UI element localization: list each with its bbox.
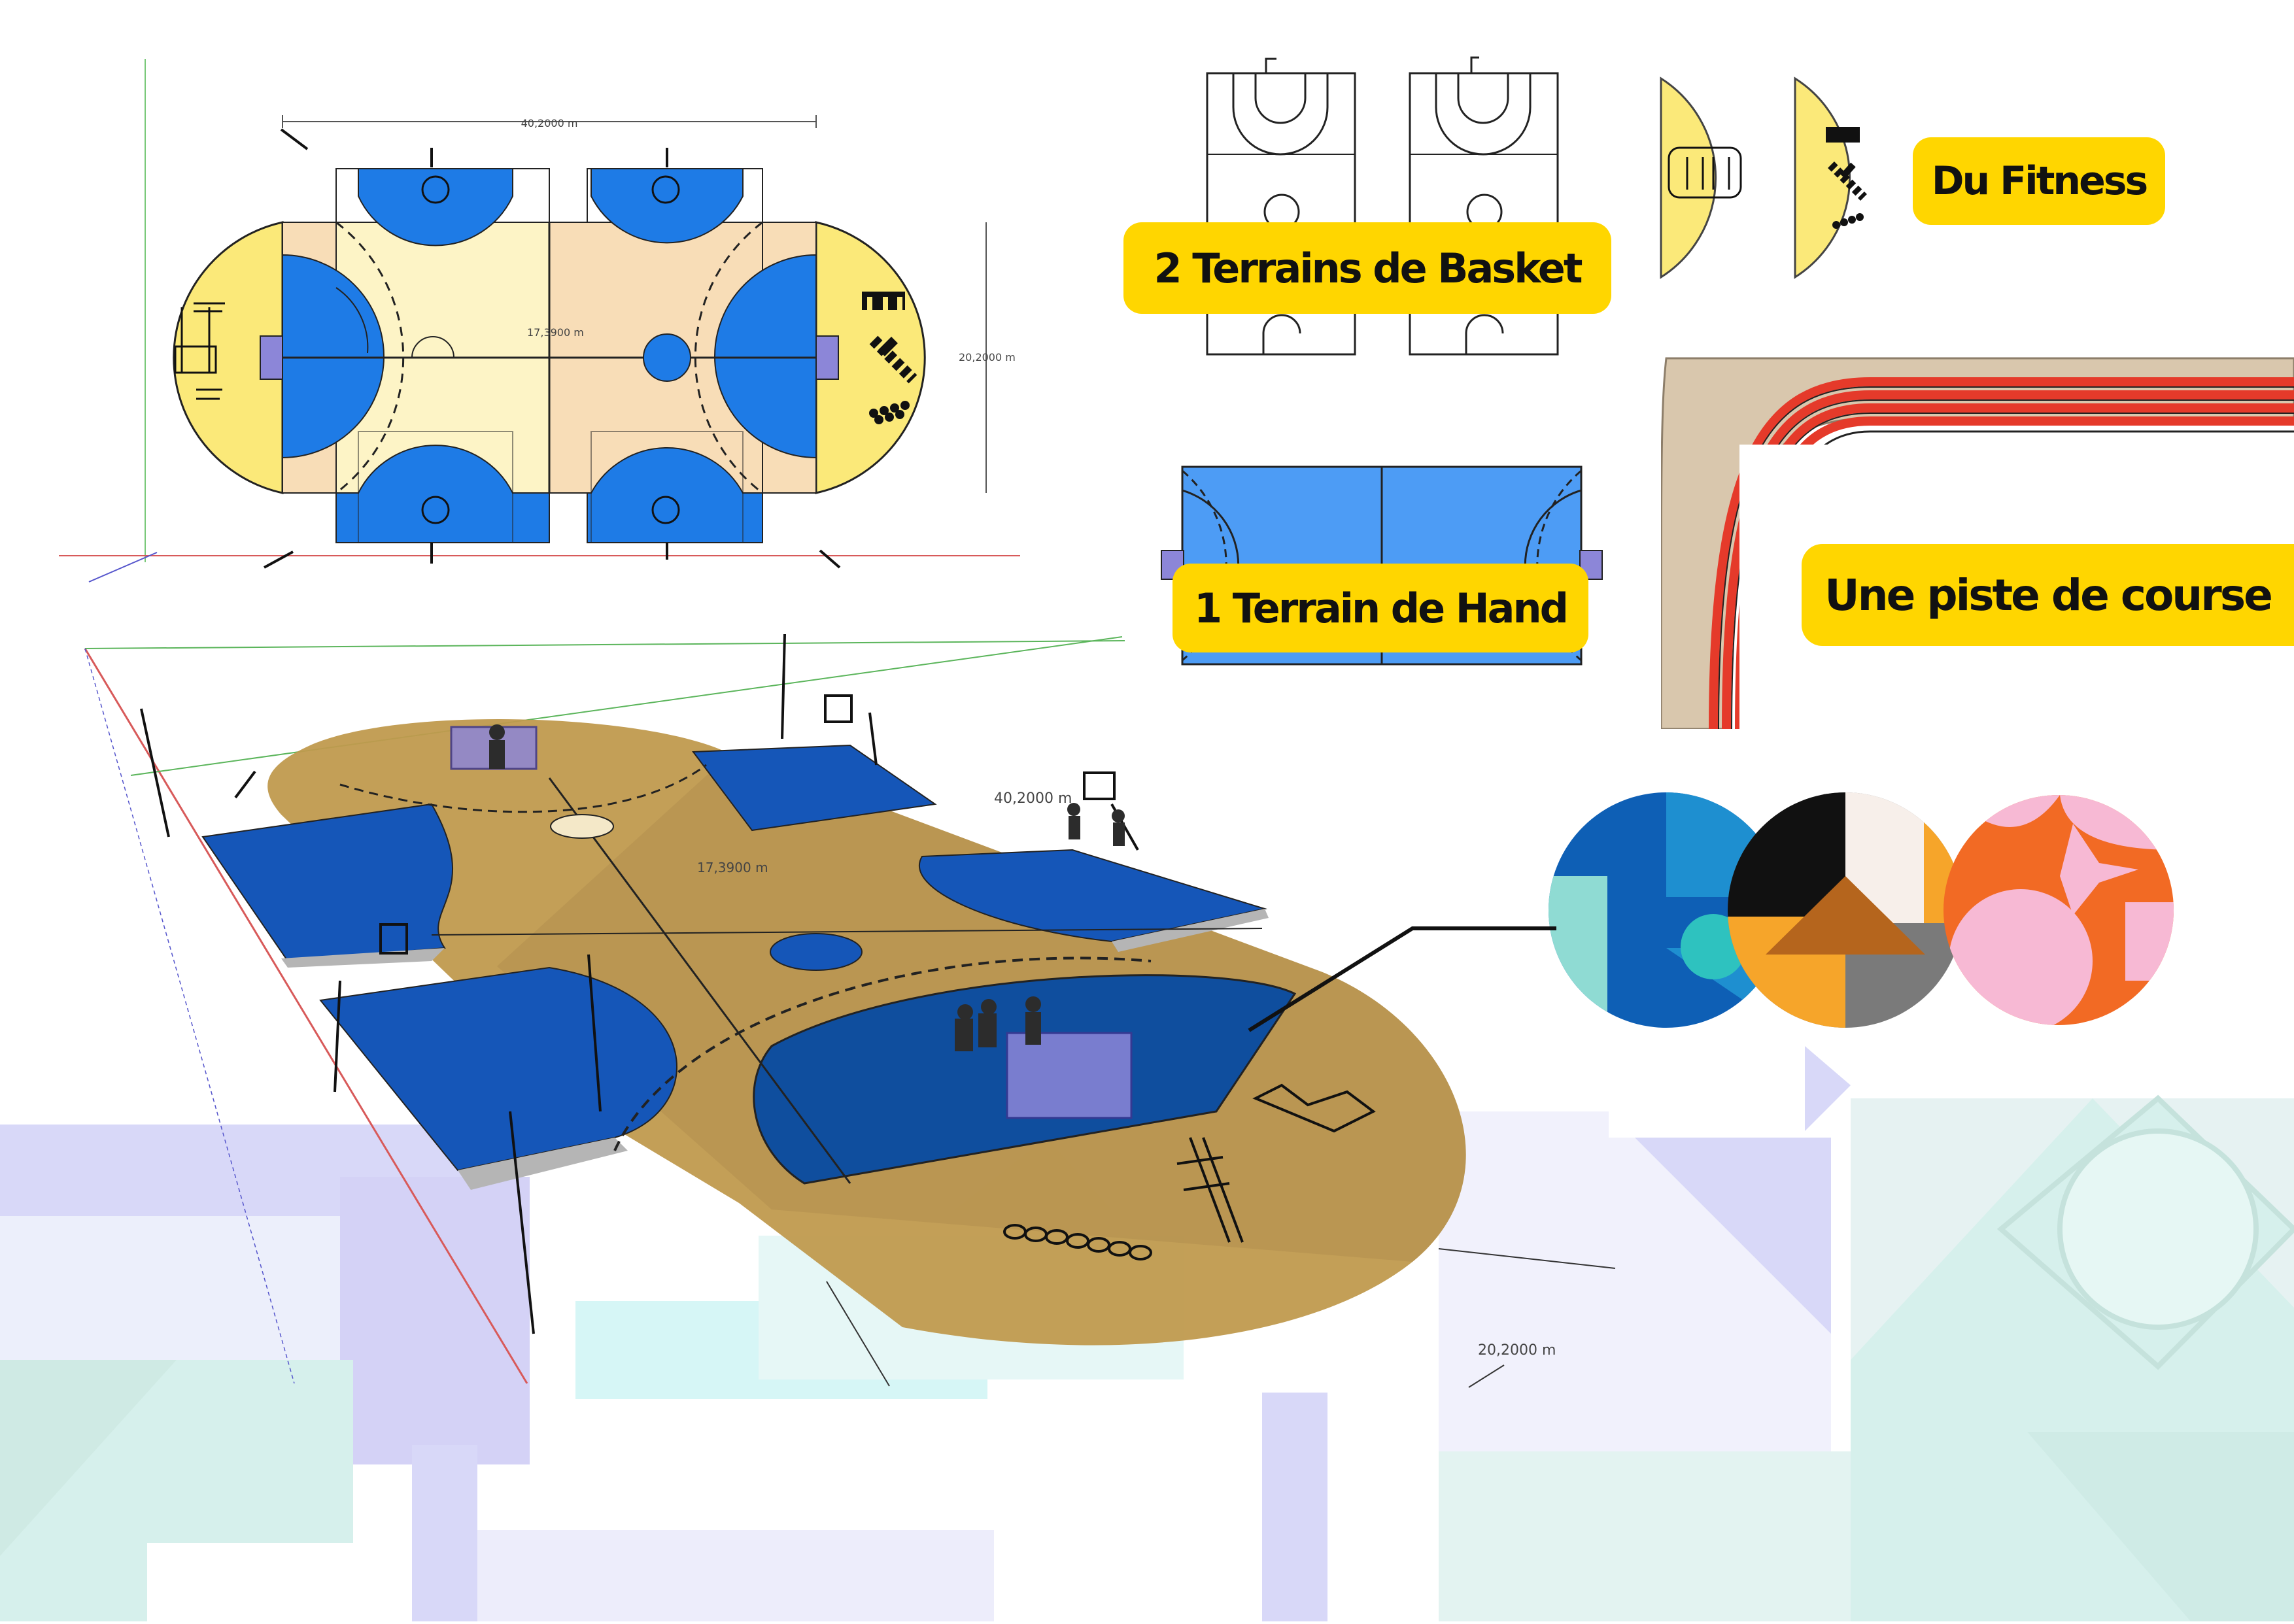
running-track-label: Une piste de course [1802,544,2294,646]
perspective-handball-goal [1006,1032,1133,1119]
perspective-players [489,724,1125,1051]
basket-courts-label: 2 Terrains de Basket [1123,222,1611,314]
handball-court-label: 1 Terrain de Hand [1173,564,1588,652]
plan-fitness-right-icon [862,292,917,424]
plan-length-dimension: 40,2000 m [521,117,578,129]
fitness-left-equipment-icon [1668,146,1742,199]
perspective-length-dimension: 40,2000 m [994,790,1072,807]
floor-plan: 40,2000 m 20,2000 m 17,3900 m [59,59,1020,583]
fitness-label: Du Fitness [1913,137,2165,225]
perspective-fitness-equipment [1003,1083,1376,1260]
connector-line [1248,926,1556,1032]
background-pattern [0,1046,2294,1621]
orange-pink-pattern-circle [1943,795,2174,1025]
perspective-center-dimension: 17,3900 m [697,860,768,875]
perspective-width-dimension: 20,2000 m [1478,1342,1556,1359]
black-orange-pattern-circle [1728,792,1963,1028]
fitness-right-equipment-icon [1826,127,1867,229]
fitness-diagram [1660,76,1867,279]
plan-fitness-left-icon [174,302,225,400]
plan-width-dimension: 20,2000 m [959,351,1016,364]
pattern-circles [1549,792,2174,1028]
plan-center-dimension: 17,3900 m [527,326,584,339]
perspective-view: 40,2000 m 17,3900 m 20,2000 m [84,634,1616,1388]
